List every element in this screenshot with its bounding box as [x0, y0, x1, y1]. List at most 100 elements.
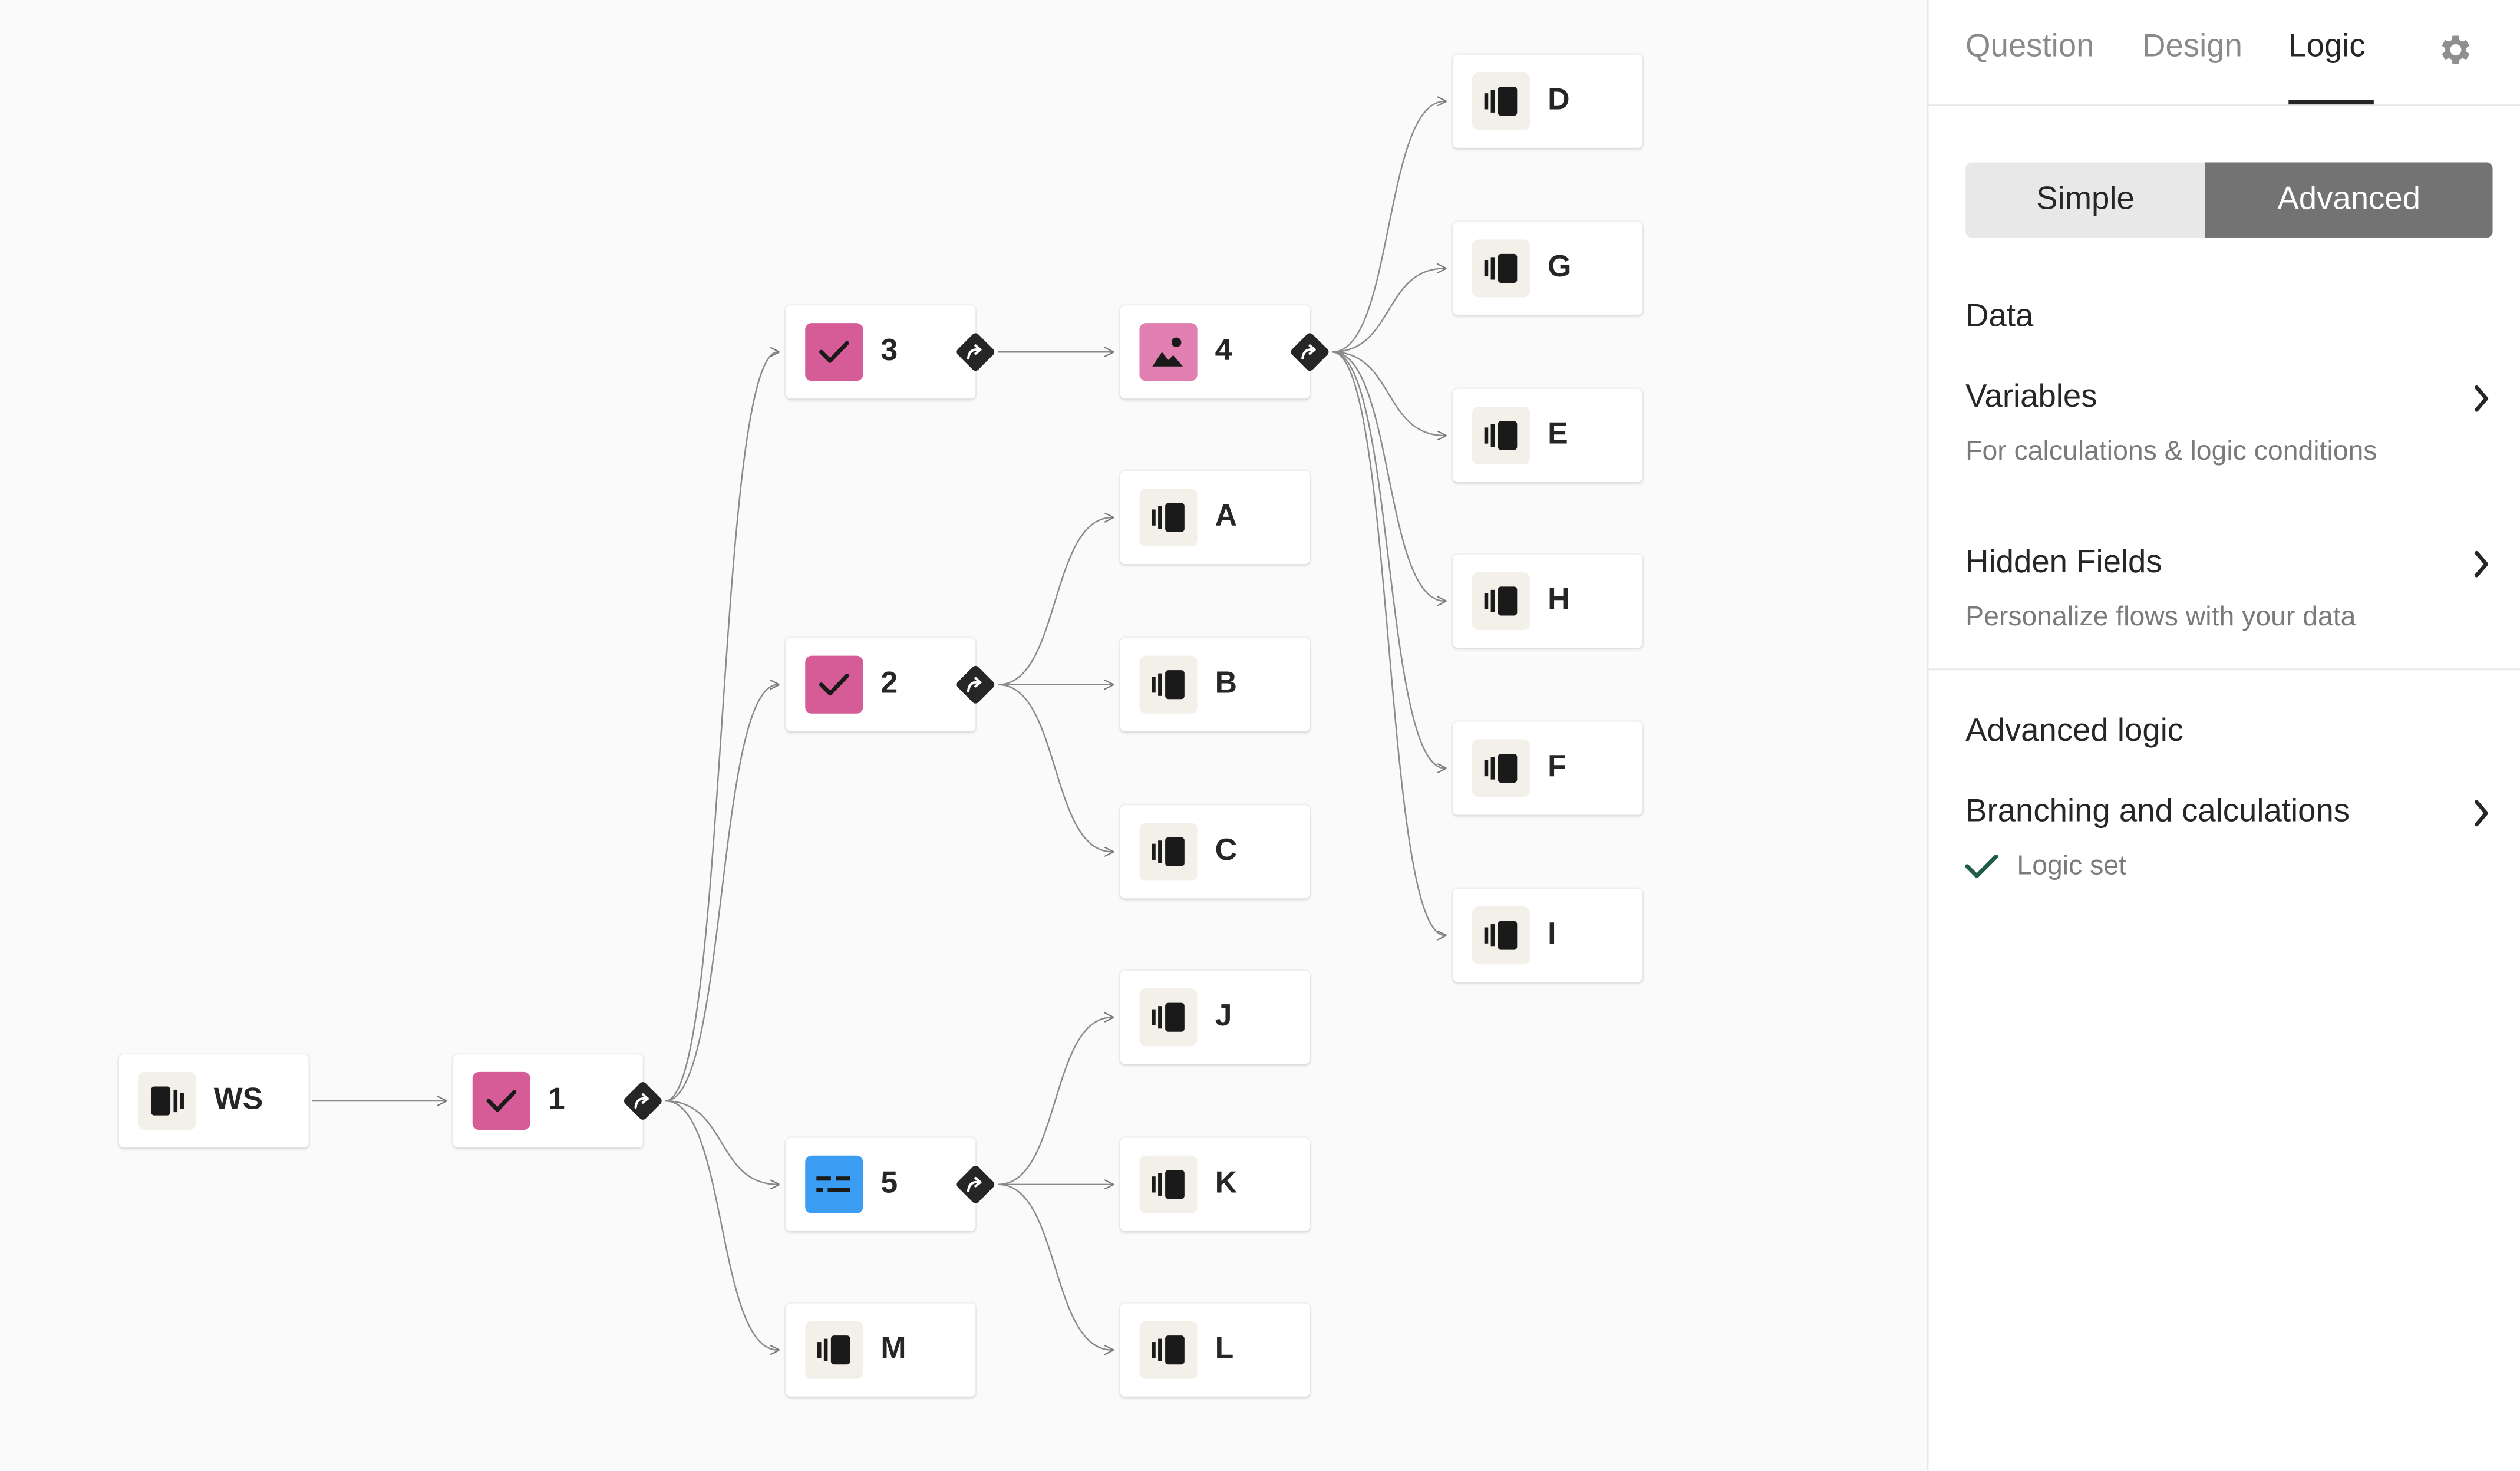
logic-edge — [998, 1017, 1112, 1186]
gear-icon[interactable] — [2436, 31, 2475, 69]
flow-node[interactable]: H — [1453, 554, 1643, 648]
advanced-mode-button[interactable]: Advanced — [2205, 162, 2493, 238]
logic-edge — [665, 685, 778, 1102]
logic-edge — [1332, 351, 1445, 436]
flow-node-label: C — [1215, 834, 1238, 868]
short-text-icon — [805, 1155, 863, 1213]
ending-screen-icon — [1472, 906, 1531, 965]
flow-node-label: G — [1548, 250, 1572, 285]
welcome-screen-icon — [138, 1071, 196, 1130]
checkmark-icon — [805, 655, 863, 714]
logic-mode-toggle: Simple Advanced — [1965, 162, 2493, 238]
flow-node-label: E — [1548, 418, 1568, 452]
branch-logic-icon[interactable] — [619, 1077, 667, 1125]
flow-node[interactable]: G — [1453, 222, 1643, 315]
logic-edge — [1332, 351, 1445, 601]
checkmark-icon — [472, 1071, 530, 1130]
flow-node[interactable]: M — [786, 1303, 976, 1397]
ending-screen-icon — [1472, 572, 1531, 630]
flow-node[interactable]: 5 — [786, 1137, 976, 1231]
flow-node[interactable]: L — [1120, 1303, 1310, 1397]
picture-choice-icon — [1139, 323, 1198, 381]
flow-node-label: WS — [213, 1083, 263, 1117]
logic-edges — [312, 0, 1927, 1470]
ending-screen-icon — [1472, 406, 1531, 465]
flow-node-label: 4 — [1215, 334, 1232, 368]
flow-node[interactable]: F — [1453, 721, 1643, 815]
flow-node[interactable]: E — [1453, 388, 1643, 483]
branch-logic-icon[interactable] — [951, 661, 1000, 709]
ending-screen-icon — [1139, 655, 1198, 714]
logic-edge — [998, 1183, 1112, 1350]
variables-subtitle: For calculations & logic conditions — [1965, 436, 2377, 466]
chevron-right-icon[interactable] — [2470, 548, 2492, 581]
hidden-fields-title: Hidden Fields — [1965, 545, 2162, 581]
flow-node-label: 2 — [880, 667, 898, 701]
variables-title: Variables — [1965, 379, 2097, 415]
tab-logic[interactable]: Logic — [2288, 29, 2366, 65]
flow-node-label: I — [1548, 918, 1556, 952]
flow-node[interactable]: C — [1120, 805, 1310, 899]
logic-side-panel: Question Design Logic Simple Advanced Da… — [1927, 0, 2520, 1471]
advanced-logic-heading: Advanced logic — [1965, 713, 2184, 749]
flow-node-label: A — [1215, 500, 1238, 534]
logic-edge — [665, 352, 778, 1102]
flow-node[interactable]: J — [1120, 971, 1310, 1064]
ending-screen-icon — [1139, 489, 1198, 547]
flow-node[interactable]: WS — [118, 1054, 309, 1148]
chevron-right-icon[interactable] — [2470, 382, 2492, 415]
logic-edge — [1332, 101, 1445, 353]
logic-edge — [1332, 268, 1445, 353]
hidden-fields-subtitle: Personalize flows with your data — [1965, 601, 2356, 632]
flow-node-label: B — [1215, 667, 1238, 701]
logic-edge — [998, 684, 1112, 852]
branch-logic-icon[interactable] — [951, 1160, 1000, 1209]
ending-screen-icon — [1139, 823, 1198, 881]
flow-node[interactable]: D — [1453, 54, 1643, 148]
flow-node-label: K — [1215, 1166, 1238, 1201]
logic-edge — [998, 517, 1112, 685]
flow-node-label: L — [1215, 1332, 1234, 1366]
logic-edge — [1332, 351, 1445, 768]
tabs-divider — [1928, 104, 2520, 106]
branch-logic-icon[interactable] — [1286, 328, 1334, 376]
checkmark-icon — [805, 323, 863, 381]
flow-node[interactable]: 4 — [1120, 305, 1310, 399]
flow-node-label: H — [1548, 583, 1570, 618]
flow-node-label: M — [880, 1332, 906, 1366]
logic-edge — [1332, 351, 1445, 935]
chevron-right-icon[interactable] — [2470, 797, 2492, 830]
flow-node[interactable]: B — [1120, 638, 1310, 731]
branch-logic-icon[interactable] — [951, 328, 1000, 376]
flow-node[interactable]: K — [1120, 1137, 1310, 1231]
branching-title: Branching and calculations — [1965, 794, 2350, 830]
flow-node[interactable]: 3 — [786, 305, 976, 399]
ending-screen-icon — [1472, 72, 1531, 130]
check-icon — [1965, 854, 1998, 878]
flow-node-label: D — [1548, 83, 1570, 118]
ending-screen-icon — [1139, 1155, 1198, 1213]
flow-node-label: 1 — [547, 1083, 565, 1117]
flow-node-label: F — [1548, 750, 1566, 784]
section-divider — [1928, 668, 2520, 671]
flow-node[interactable]: I — [1453, 889, 1643, 982]
ending-screen-icon — [1139, 1321, 1198, 1379]
ending-screen-icon — [1472, 739, 1531, 797]
simple-mode-button[interactable]: Simple — [1965, 162, 2205, 238]
flow-node[interactable]: 1 — [453, 1054, 643, 1148]
tab-question[interactable]: Question — [1965, 29, 2094, 65]
ending-screen-icon — [1139, 988, 1198, 1047]
flow-node-label: 3 — [880, 334, 898, 368]
flow-node-label: J — [1215, 1000, 1232, 1034]
flow-node-label: 5 — [880, 1166, 898, 1201]
logic-edge — [665, 1100, 778, 1185]
ending-screen-icon — [1472, 239, 1531, 298]
tab-design[interactable]: Design — [2142, 29, 2242, 65]
logic-set-status: Logic set — [2017, 850, 2127, 881]
active-tab-indicator — [2288, 100, 2374, 105]
flow-node[interactable]: A — [1120, 471, 1310, 565]
data-section-heading: Data — [1965, 299, 2034, 335]
flow-node[interactable]: 2 — [786, 638, 976, 731]
